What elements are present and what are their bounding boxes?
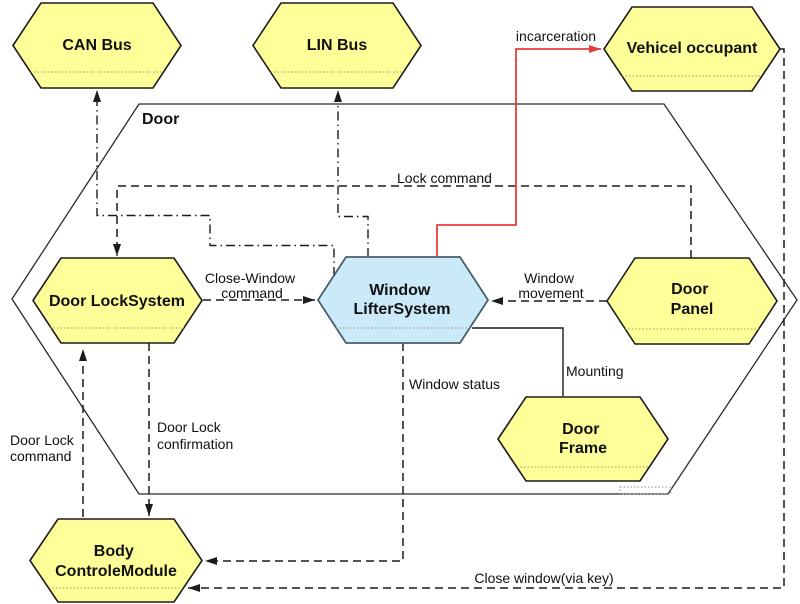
connector-lock-command [113,185,692,258]
node-window-lifter-system: Window LifterSystem [316,256,490,344]
body-controle-module-hexagon [29,518,203,603]
body-controle-module-label-line1: Body [94,543,134,560]
window-movement-label-line1: Window [524,270,575,286]
can-bus-hexagon [12,2,182,89]
node-door-panel: Door Panel [606,257,778,345]
door-lock-confirmation-label: Door Lock confirmation [157,419,233,452]
door-lock-system-label: Door LockSystem [49,293,185,310]
window-lifter-system-label-line1: Window [369,282,431,299]
node-vehicle-occupant: Vehicel occupant [603,6,781,92]
lock-command-label: Lock command [397,170,492,186]
body-controle-module-label-line2: ControleModule [55,563,177,580]
door-frame-label-line2: Frame [559,440,607,457]
window-lifter-system-label-line2: LifterSystem [354,301,451,318]
door-lock-confirmation-label-line1: Door Lock [157,419,222,435]
connector-can-bus-link [93,90,335,276]
door-panel-hexagon [606,257,778,345]
window-status-label: Window status [409,376,500,392]
close-window-command-label-line1: Close-Window [205,270,296,286]
lin-bus-label: LIN Bus [307,37,368,54]
node-lin-bus: LIN Bus [252,2,422,89]
window-movement-label: Window movement [518,270,583,301]
lin-bus-hexagon [252,2,422,89]
boundary-notch [619,486,672,495]
connector-close-window-via-key [188,48,785,592]
door-lock-confirmation-label-line2: confirmation [157,436,233,452]
door-frame-label-line1: Door [562,421,599,438]
door-lock-command-label-line1: Door Lock [10,432,75,448]
connector-lin-bus-link [334,90,369,257]
can-bus-label: CAN Bus [62,37,131,54]
door-boundary [11,103,798,495]
close-window-command-label: Close-Window command [205,270,299,301]
door-frame-hexagon [497,396,669,482]
close-window-command-label-line2: command [221,285,282,301]
door-lock-system-hexagon [32,257,203,344]
window-lifter-system-hexagon [316,256,490,344]
door-panel-label-line1: Door [671,281,708,298]
door-panel-label-line2: Panel [671,301,714,318]
node-can-bus: CAN Bus [12,2,182,89]
window-movement-label-line2: movement [518,285,583,301]
door-frame-label: Door Frame [559,421,607,457]
incarceration-label: incarceration [516,28,596,44]
door-panel-label: Door Panel [671,281,714,318]
door-lock-command-label-line2: command [10,448,71,464]
body-controle-module-label: Body ControleModule [55,543,177,580]
door-boundary-label: Door [142,111,179,128]
connector-window-status [205,343,404,565]
door-lock-command-label: Door Lock command [10,432,78,464]
vehicle-occupant-hexagon [603,6,781,92]
mounting-label: Mounting [566,363,624,379]
close-window-via-key-label: Close window(via key) [474,570,613,586]
node-door-lock-system: Door LockSystem [32,257,203,344]
connector-mounting [472,327,564,396]
node-door-frame: Door Frame [497,396,669,482]
connector-incarceration [436,45,601,257]
window-lifter-system-label: Window LifterSystem [354,282,451,318]
node-body-controle-module: Body ControleModule [29,518,203,603]
vehicle-occupant-label: Vehicel occupant [627,40,758,57]
